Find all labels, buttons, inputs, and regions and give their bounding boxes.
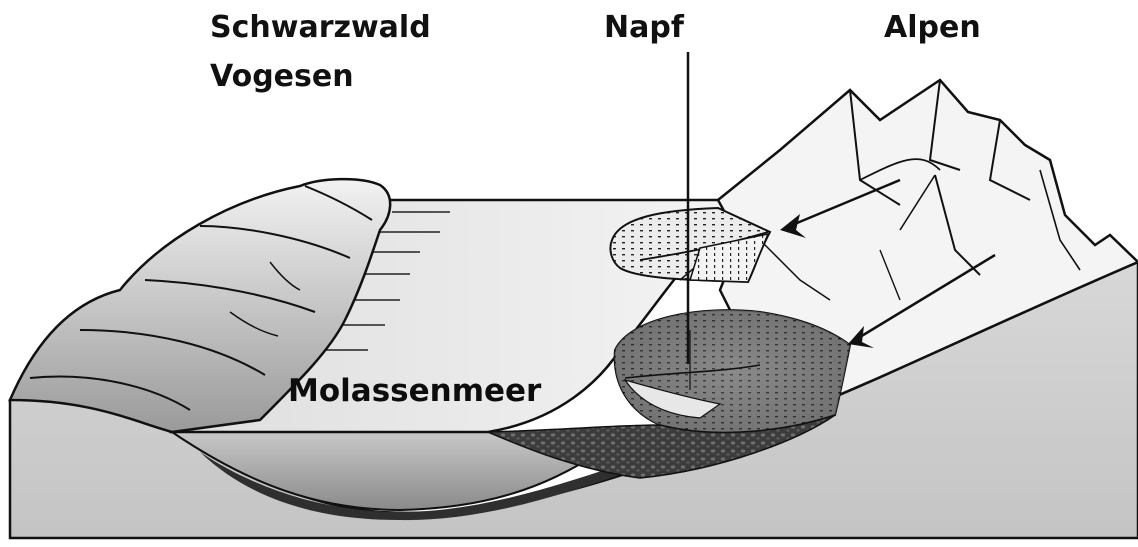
label-vogesen: Vogesen — [210, 62, 354, 92]
label-schwarzwald: Schwarzwald — [210, 13, 431, 43]
label-alpen: Alpen — [884, 13, 981, 43]
label-molassenmeer: Molassenmeer — [288, 376, 541, 407]
label-napf: Napf — [604, 13, 684, 43]
